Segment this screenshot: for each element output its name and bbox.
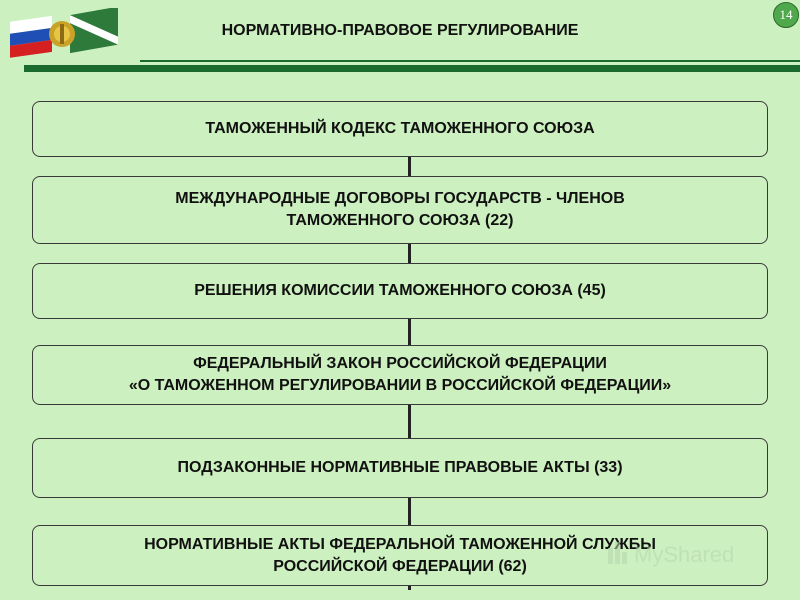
header-divider-thick (24, 65, 800, 72)
hierarchy-box-bylaws: ПОДЗАКОННЫЕ НОРМАТИВНЫЕ ПРАВОВЫЕ АКТЫ (3… (32, 438, 768, 498)
page-title: НОРМАТИВНО-ПРАВОВОЕ РЕГУЛИРОВАНИЕ (221, 22, 579, 39)
watermark: MyShared (608, 542, 734, 567)
watermark-text: MyShared (634, 542, 734, 567)
flag-emblem-logo (10, 8, 118, 58)
hierarchy-box-federal-law: ФЕДЕРАЛЬНЫЙ ЗАКОН РОССИЙСКОЙ ФЕДЕРАЦИИ «… (32, 345, 768, 405)
hierarchy-box-commission-decisions: РЕШЕНИЯ КОМИССИИ ТАМОЖЕННОГО СОЮЗА (45) (32, 263, 768, 319)
page-number-badge: 14 (773, 2, 799, 28)
header-divider-thin (140, 60, 800, 62)
hierarchy-box-international-treaties: МЕЖДУНАРОДНЫЕ ДОГОВОРЫ ГОСУДАРСТВ - ЧЛЕН… (32, 176, 768, 244)
hierarchy-box-customs-code: ТАМОЖЕННЫЙ КОДЕКС ТАМОЖЕННОГО СОЮЗА (32, 101, 768, 157)
